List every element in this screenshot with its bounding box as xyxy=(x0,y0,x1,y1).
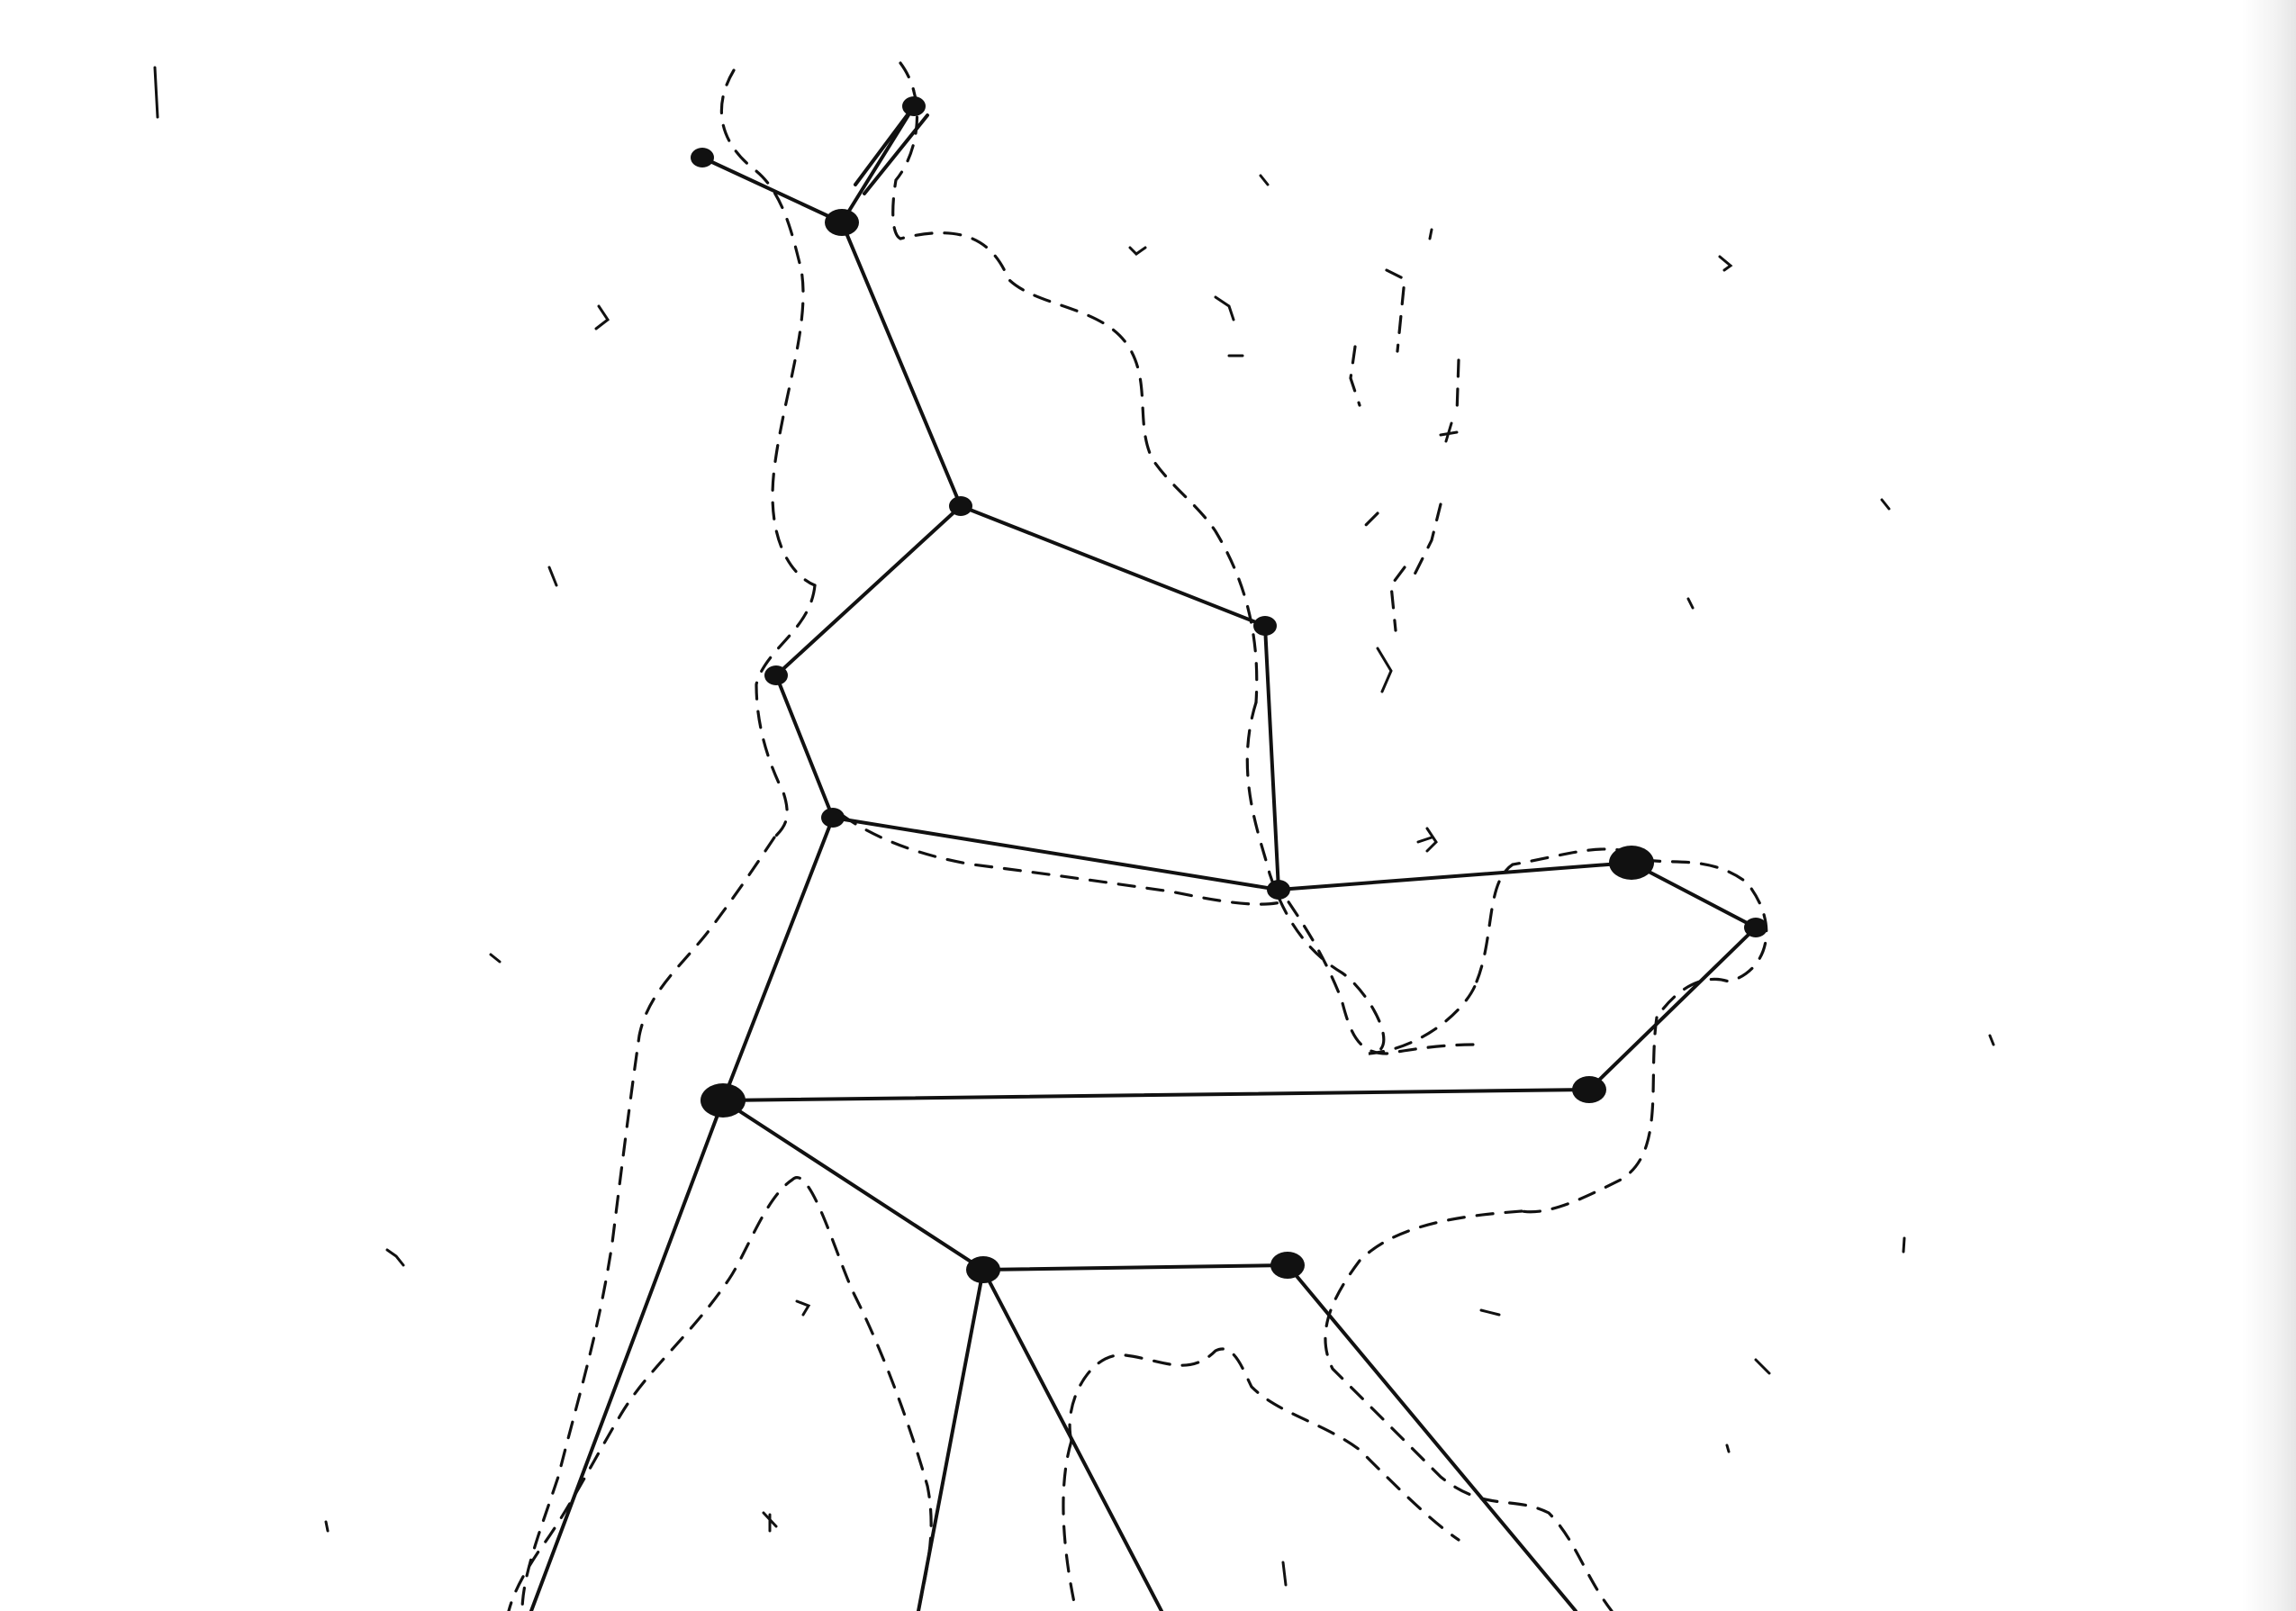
constellation-line-s7-s8 xyxy=(831,816,1280,891)
constellation-line-s4-s6 xyxy=(774,504,963,677)
paper-specks xyxy=(153,66,1995,1587)
outline-stray-mark-5 xyxy=(1412,502,1442,578)
scan-edge-shadow xyxy=(2242,0,2296,1611)
outline-tail xyxy=(1520,1016,1659,1214)
star-s12 xyxy=(701,1083,746,1118)
star-s6 xyxy=(764,665,788,685)
outline-stray-mark-4 xyxy=(1389,566,1406,632)
constellation-line-extension-3 xyxy=(981,1268,1163,1611)
constellation-line-extension-4 xyxy=(1286,1263,1577,1611)
constellation-line-s12-s13 xyxy=(721,1088,1591,1102)
outline-head-back xyxy=(719,68,817,587)
constellation-line-s6-s8 xyxy=(774,674,835,819)
constellation-stars xyxy=(691,96,1767,1283)
star-s14 xyxy=(1270,1252,1305,1279)
constellation-line-s9-s10 xyxy=(1630,861,1758,929)
star-s10 xyxy=(1744,918,1767,937)
constellation-line-s4-s5 xyxy=(959,504,1267,628)
star-s13 xyxy=(1572,1076,1606,1103)
constellation-line-s3-s4 xyxy=(840,221,963,508)
outline-stray-mark-3 xyxy=(1358,511,1379,533)
constellation-line-s5-s7 xyxy=(1263,624,1280,891)
constellation-line-s7-s9 xyxy=(1277,861,1633,891)
constellation-line-s1-s3 xyxy=(701,156,844,224)
outline-inner-leg-left xyxy=(1062,1439,1078,1611)
constellation-line-s12-s11 xyxy=(721,1099,985,1272)
outline-inner-leg-right xyxy=(507,1176,933,1611)
outline-stray-mark-1 xyxy=(1385,268,1406,353)
constellation-line-extension-2 xyxy=(917,1268,985,1611)
star-s3 xyxy=(825,209,859,236)
constellation-line-s2-s3 xyxy=(840,104,916,224)
constellation-line-s10-s13 xyxy=(1587,926,1758,1091)
star-s5 xyxy=(1253,616,1277,636)
outline-shoulder xyxy=(755,584,817,839)
outline-belly-mid xyxy=(1068,1347,1460,1542)
outline-mid-seam xyxy=(840,813,1478,1055)
star-s8 xyxy=(821,808,845,828)
star-s4 xyxy=(949,496,972,516)
constellation-line-extension-5 xyxy=(854,104,916,186)
figure-outline xyxy=(507,61,1768,1611)
outline-chest xyxy=(520,836,776,1611)
constellation-line-extension-6 xyxy=(863,113,929,195)
constellation-line-extension-1 xyxy=(529,1099,725,1611)
star-s1 xyxy=(691,148,714,167)
outline-stray-mark-6 xyxy=(1349,345,1361,407)
constellation-lines xyxy=(529,104,1758,1611)
outline-stray-mark-2 xyxy=(1455,358,1460,416)
star-s2 xyxy=(902,96,926,116)
star-s9 xyxy=(1609,846,1654,880)
outline-back xyxy=(1475,847,1768,1019)
outline-head-front xyxy=(891,61,1259,704)
outline-belly-rear xyxy=(1324,1209,1614,1611)
constellation-line-s11-s14 xyxy=(981,1263,1289,1272)
star-s11 xyxy=(966,1256,1000,1283)
star-s7 xyxy=(1267,880,1290,900)
constellation-line-s8-s12 xyxy=(721,816,835,1102)
outline-neck-front xyxy=(1245,701,1478,1055)
